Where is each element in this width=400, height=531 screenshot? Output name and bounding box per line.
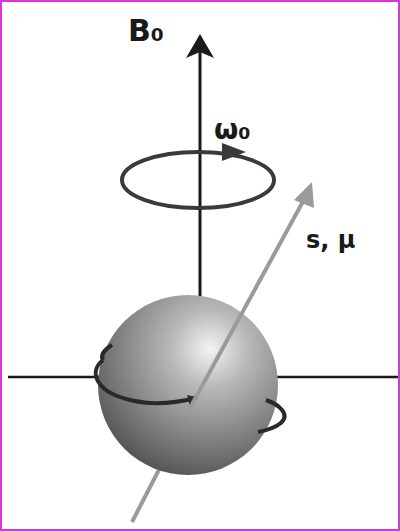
field-axis <box>199 50 202 300</box>
field-arrowhead <box>186 34 214 58</box>
spin-vector <box>190 196 306 408</box>
field-label: B₀ <box>128 16 164 46</box>
precession-orbit <box>122 152 274 208</box>
spin-rotation-arc-right <box>258 400 285 432</box>
spin-moment-label: s, μ <box>306 228 355 252</box>
frequency-label: ω₀ <box>214 116 251 144</box>
spin-arrowhead <box>294 182 314 208</box>
spin-rotation-arrow <box>96 360 196 403</box>
nucleus-sphere <box>98 295 278 475</box>
spin-rotation-arc <box>102 345 112 360</box>
precession-arrowhead <box>222 143 246 161</box>
